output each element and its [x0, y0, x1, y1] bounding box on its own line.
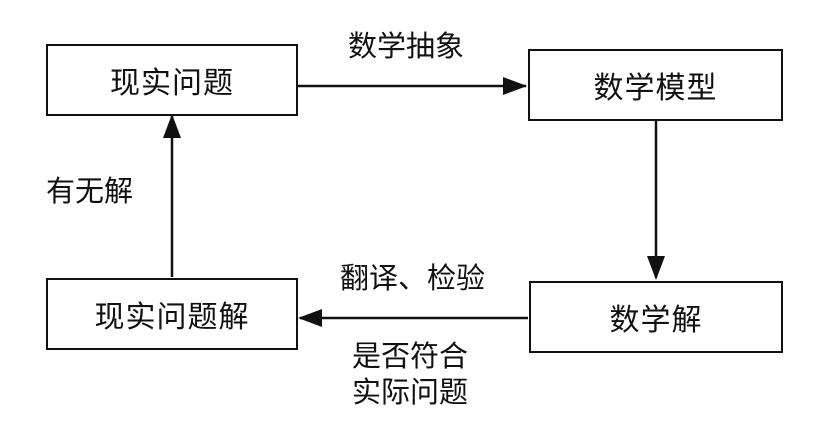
arrowhead-translate-check	[298, 309, 322, 327]
arrowhead-model-to-solution	[647, 256, 665, 280]
node-real-problem-label: 现实问题	[110, 66, 234, 101]
node-math-model: 数学模型	[528, 49, 783, 121]
node-real-solution: 现实问题解	[46, 278, 298, 350]
edge-label-fit-line1: 是否符合	[352, 339, 469, 373]
node-real-problem: 现实问题	[46, 44, 298, 116]
edge-label-translate-check: 翻译、检验	[340, 261, 486, 295]
arrowhead-abstraction	[503, 77, 527, 95]
node-math-solution: 数学解	[529, 281, 783, 353]
edge-label-abstraction: 数学抽象	[348, 29, 465, 63]
edge-label-fit-line2: 实际问题	[352, 375, 469, 409]
node-math-solution-label: 数学解	[609, 303, 703, 338]
node-math-model-label: 数学模型	[593, 71, 718, 106]
edge-label-has-solution: 有无解	[46, 174, 134, 208]
arrowhead-has-solution	[163, 114, 181, 138]
node-real-solution-label: 现实问题解	[94, 300, 250, 335]
